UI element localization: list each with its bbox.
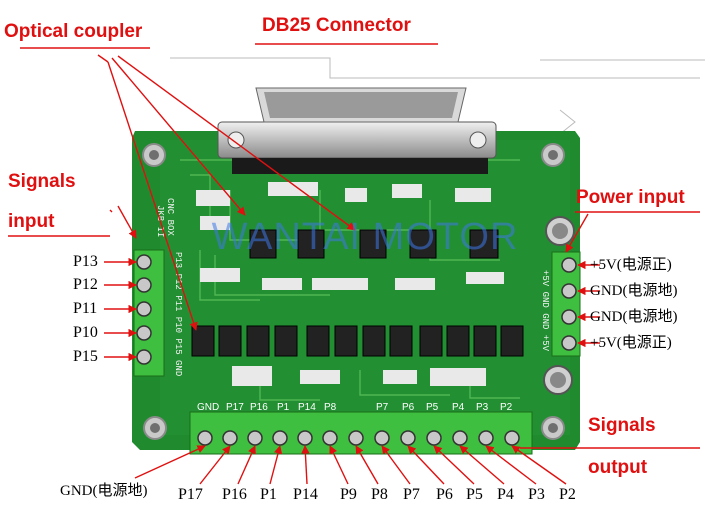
input-terminal-block [133,249,165,377]
input-pin-label: P15 [73,348,98,365]
db25-connector [217,87,497,174]
output-pin-label: P17 [178,486,203,503]
silkscreen-model: CNC BOX [165,198,175,236]
output-pin-label: P3 [528,486,545,503]
output-pin-label: GND(电源地) [60,483,148,499]
callout-signals-input-line1: Signals [8,171,76,192]
bottom-silk-7: P6 [402,402,415,413]
callout-signals-output-line1: Signals [588,415,656,436]
callout-db25-connector: DB25 Connector [262,15,411,36]
output-pin-label: P9 [340,486,357,503]
callout-signals-input-line2: input [8,211,55,232]
input-pin-label: P10 [73,324,98,341]
callout-lines [8,43,700,485]
bottom-silk-3: P1 [277,402,290,413]
power-pin-label: GND(电源地) [590,283,678,299]
output-pin-label: P5 [466,486,483,503]
callout-power-input: Power input [576,187,685,208]
callout-optical-coupler: Optical coupler [4,21,143,42]
output-pin-label: P16 [222,486,247,503]
bottom-silk-5: P8 [324,402,337,413]
output-pin-label: P4 [497,486,514,503]
output-pin-label: P2 [559,486,576,503]
bottom-silk-10: P3 [476,402,489,413]
output-pin-label: P8 [371,486,388,503]
power-terminal-block [551,251,581,357]
output-pin-label: P14 [293,486,318,503]
silkscreen-power-labels: +5V GND GND +5V [540,270,550,352]
output-pin-label: P1 [260,486,277,503]
power-pin-label: +5V(电源正) [590,335,672,351]
power-pin-label: +5V(电源正) [590,257,672,273]
power-pin-label: GND(电源地) [590,309,678,325]
watermark-text: WANTAI MOTOR [211,216,519,258]
bottom-silk-4: P14 [298,402,316,413]
output-pin-label: P7 [403,486,420,503]
bottom-silk-2: P16 [250,402,268,413]
input-pin-label: P12 [73,276,98,293]
output-pin-label: P6 [436,486,453,503]
bottom-silk-1: P17 [226,402,244,413]
bottom-silk-9: P4 [452,402,465,413]
callout-signals-output-line2: output [588,457,648,478]
bottom-silk-8: P5 [426,402,439,413]
bottom-silk-11: P2 [500,402,513,413]
input-pin-label: P11 [73,300,98,317]
bottom-silk-6: P7 [376,402,389,413]
silkscreen-side-labels: P13 P12 P11 P10 P15 GND [173,252,183,376]
background-sketch [170,57,705,135]
input-pin-label: P13 [73,253,98,270]
bottom-silk-0: GND [197,402,219,413]
